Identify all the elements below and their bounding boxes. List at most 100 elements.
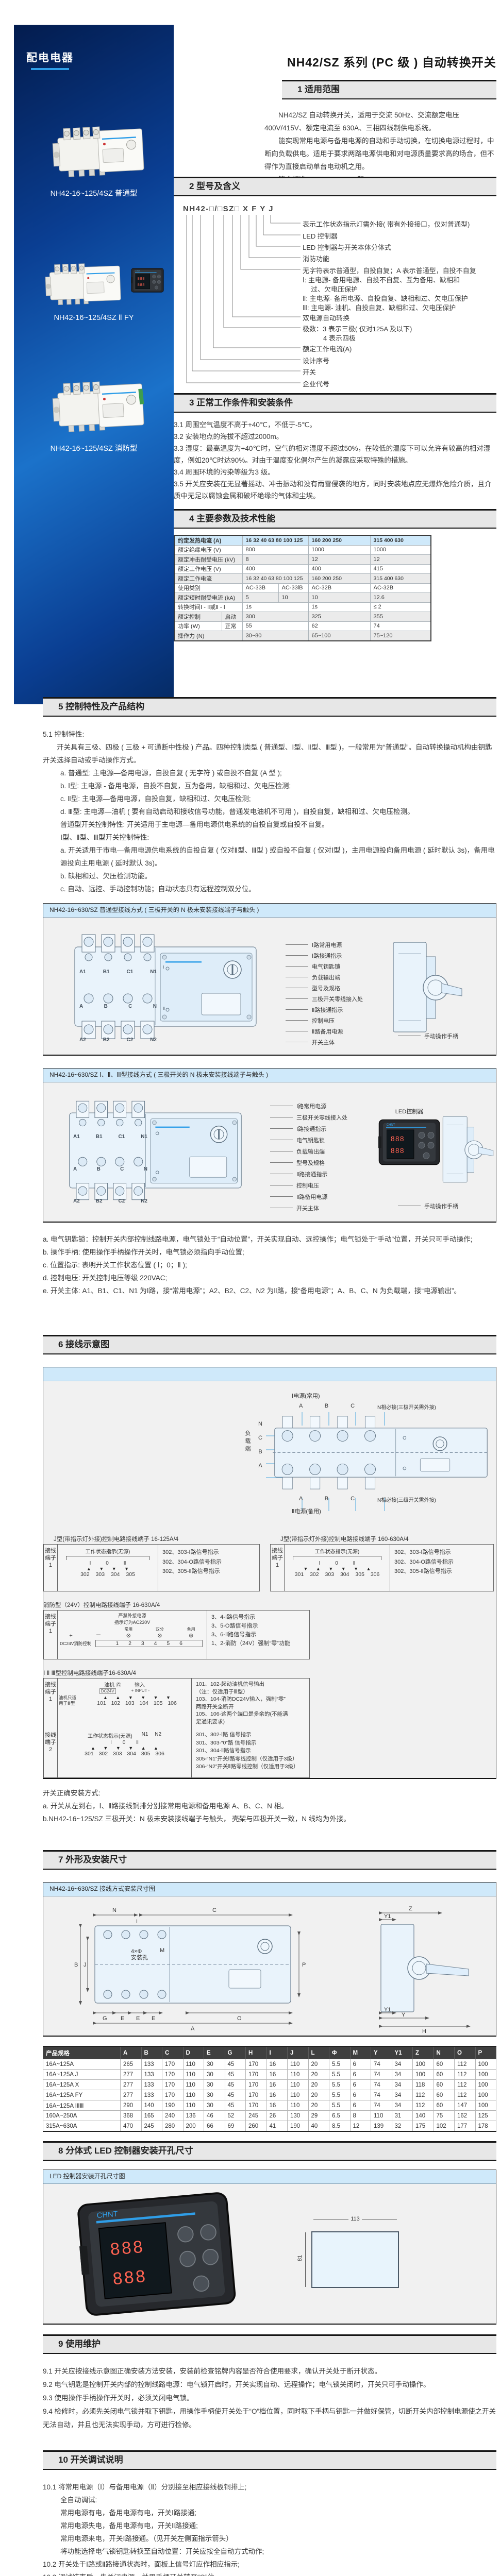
spec-value: 30: [204, 2069, 225, 2080]
diagram-caption: 工作状态指示(无源): [87, 1734, 132, 1739]
dim-letter: C: [212, 1907, 216, 1913]
page-title: NH42/SZ 系列 (PC 级 ) 自动转换开关: [287, 56, 496, 69]
param-label: 额定冲击耐受电压 (kV): [174, 554, 243, 565]
dc-note: DC24V消防控制: [60, 1641, 92, 1646]
warning-line: 指示灯为AC230V: [114, 1620, 151, 1625]
spec-value: 20: [308, 2079, 329, 2090]
column-header: O: [454, 2046, 476, 2059]
terminal-label: A1: [73, 1134, 80, 1140]
param-value: 10: [278, 592, 309, 603]
terminal-label: N1: [150, 969, 157, 975]
diagram-caption: 工作状态指示(无源): [85, 1549, 130, 1555]
input-polarity: + INPUT -: [131, 1688, 150, 1693]
spec-value: 31: [391, 2110, 413, 2121]
spec-value: 170: [162, 2079, 184, 2090]
section-5-notes: a. 电气钥匙锁：控制开关内部控制线路电源，电气锁处于“自动位置”，开关实现自动…: [43, 1233, 496, 1297]
spec-value: 5.5: [329, 2100, 351, 2111]
spec-value: 6.5: [329, 2110, 351, 2121]
legend-line: 105、106-这两个端口是多余的(不能满: [196, 1711, 288, 1717]
param-sublabel: 正常: [221, 621, 243, 631]
condition-item: 3.1 周围空气温度不高于+40℃，不低于-5℃。: [174, 421, 316, 429]
spec-value: 112: [412, 2090, 434, 2100]
indicator-2-mark: Ⅱ: [163, 1006, 165, 1011]
load-phase-letters: N C B A: [258, 1421, 262, 1469]
model-label: LED 控制器: [303, 232, 338, 240]
spec-value: 190: [287, 2121, 309, 2132]
param-sublabel: 启动: [221, 612, 243, 622]
spec-value: 112: [412, 2100, 434, 2111]
phase-row-bottom: A B C: [299, 1496, 355, 1502]
section-9-body: 9.1 开关应按接线示意图正确安装方法安装，安装前检查铭牌内容是否符合使用要求，…: [43, 2365, 496, 2432]
param-value: 400: [242, 564, 309, 574]
terminal-numbers: 302 303 304 305: [80, 1571, 135, 1578]
terminal-strip-label: 接线端子1: [44, 1611, 58, 1659]
column-header: C: [162, 2046, 184, 2059]
signal-legend: 302、303-Ⅰ路信号指示 302、304-O路信号指示 302、305-Ⅱ路…: [390, 1545, 458, 1591]
spec-value: 118: [412, 2079, 434, 2090]
position-marks: Ⅰ 0 Ⅱ: [89, 1561, 126, 1566]
param-value: 315 400 630: [370, 573, 431, 584]
dim-letter: N: [112, 1907, 116, 1913]
terminal-label: A1: [79, 969, 86, 975]
spec-label: 160A~250A: [43, 2110, 121, 2121]
terminal-label: A: [73, 1166, 77, 1172]
lamp-caption: 双分: [155, 1627, 164, 1632]
category-title: 配电电器: [26, 52, 74, 64]
param-value: 355: [370, 612, 431, 622]
spec-value: 20: [308, 2059, 329, 2070]
spec-value: 177: [454, 2121, 476, 2132]
terminal-strip-label: 接线端子2: [44, 1729, 58, 1777]
spec-value: 102: [433, 2121, 455, 2132]
spec-value: 41: [266, 2121, 288, 2132]
terminal-label: B: [96, 1166, 101, 1172]
product-photo-led: [44, 262, 164, 306]
column-header: A: [120, 2046, 142, 2059]
position-marks: Ⅰ 0 Ⅱ: [319, 1561, 356, 1566]
spec-value: 34: [391, 2100, 413, 2111]
terminal-arrows: ▲ ▼ ▼ ▼: [86, 1566, 129, 1571]
source2-label: Ⅱ电源(备用): [292, 1509, 321, 1515]
text-line: 普通型开关控制特性: 开关适用于主电源—备用电源供电系统的自投自复或自投不自复。: [60, 821, 329, 828]
spec-value: 147: [454, 2100, 476, 2111]
spec-value: 125: [475, 2110, 496, 2121]
spec-value: 368: [120, 2110, 142, 2121]
legend-line: 302、303-Ⅰ路信号指示: [394, 1549, 451, 1555]
terminal-arrows: ▲ ▲ ▼ ▼ ▼ ▼: [103, 1695, 171, 1700]
model-label: 表示工作状态指示灯需外接( 带有外接接口，仅对普通型): [303, 221, 470, 228]
text-line: d. Ⅲ型: 主电源—油机 ( 要有自动启动和接收信号功能，普通发电油机不可用 …: [60, 808, 414, 816]
param-value: 16 32 40 63 80 100 125: [242, 535, 309, 546]
dim-letter: E: [152, 2015, 155, 2022]
terminal-label: C1: [118, 1134, 125, 1140]
spec-value: 133: [141, 2079, 162, 2090]
text-line: c. 自动、远控、手动控制功能；自动状态具有远程控制双分位。: [60, 885, 256, 893]
terminal-label: N2: [150, 1037, 157, 1043]
spec-value: 240: [162, 2110, 184, 2121]
spec-value: 112: [454, 2059, 476, 2070]
param-value: 160 200 250: [308, 535, 371, 546]
figure-title: LED 控制器安装开孔尺寸图: [43, 2170, 496, 2184]
figure-title: NH42-16~630/SZ Ⅰ、Ⅱ、Ⅲ型接线方式 ( 三极开关的 N 极未安装…: [43, 1069, 496, 1082]
spec-value: 100: [475, 2090, 496, 2100]
model-label: 过、欠电压保护: [311, 285, 358, 293]
spec-value: 100: [475, 2059, 496, 2070]
terminal-numbers: 301 302 303 304 305 306: [294, 1571, 380, 1578]
model-label: 双电源自动转换: [303, 314, 350, 322]
text-line: b.NH42-16~125/SZ 三极开关：N 极未安装接线端子与触头， 壳架与…: [43, 1815, 351, 1823]
spec-value: 26: [266, 2110, 288, 2121]
spec-value: 45: [224, 2090, 246, 2100]
terminal-numbers: 101 102 103 104 105 106: [97, 1700, 177, 1706]
text-line: b. Ⅰ型: 主电源 - 备用电源，自投不自复，互为备用，缺相和过、欠电压检测;: [60, 782, 291, 790]
spec-value: 112: [454, 2090, 476, 2100]
spec-value: 45: [224, 2059, 246, 2070]
dim-value: 113: [351, 2216, 360, 2222]
product-photo-standard: [51, 124, 145, 178]
terminal-label: N: [143, 1166, 147, 1172]
dim-letter: Y1: [384, 1913, 391, 1920]
spec-value: 45: [224, 2100, 246, 2111]
spec-value: 133: [141, 2090, 162, 2100]
terminal-label: B2: [95, 1198, 103, 1204]
spec-value: 45: [224, 2079, 246, 2090]
